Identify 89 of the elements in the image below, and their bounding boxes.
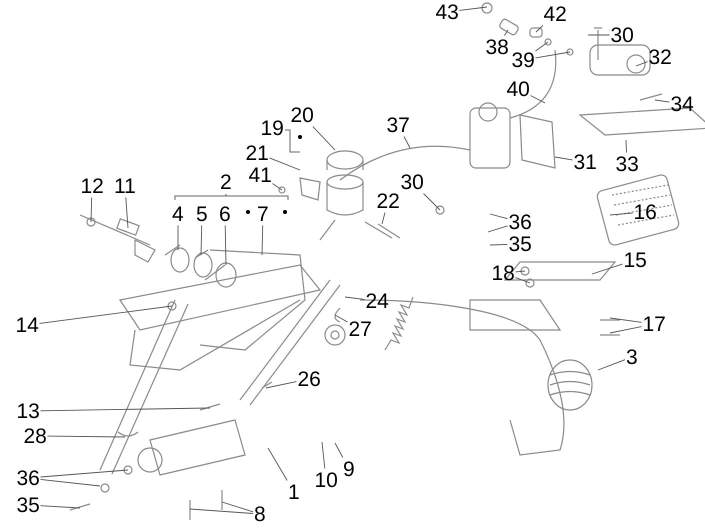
- callout-number: 2: [220, 172, 232, 192]
- callout-number: 3: [626, 346, 638, 368]
- callout-number: 36: [508, 212, 532, 232]
- leader-line: [404, 136, 410, 148]
- leader-line: [610, 326, 642, 334]
- callout-number: 33: [616, 154, 639, 174]
- leader-line: [334, 442, 344, 458]
- callout-number: 40: [506, 78, 530, 100]
- leader-line: [40, 408, 210, 412]
- callout-number: 43: [436, 2, 459, 22]
- callout-number: 1: [288, 482, 300, 502]
- leader-line: [125, 197, 128, 228]
- leader-line: [535, 52, 570, 58]
- callout-number: 21: [246, 142, 269, 164]
- callout-number: 35: [16, 494, 40, 516]
- leader-line: [90, 197, 92, 222]
- callout-number: 24: [366, 290, 389, 312]
- leader-line: [40, 478, 100, 486]
- callout-number: 11: [114, 176, 136, 196]
- leader-line: [610, 318, 642, 323]
- callout-number: 13: [16, 400, 40, 422]
- leader-line: [312, 126, 336, 150]
- callout-number: 5: [196, 204, 208, 224]
- leader-line: [488, 225, 508, 232]
- callout-number: 19: [260, 118, 284, 138]
- leader-line: [334, 314, 348, 322]
- callout-number: 22: [376, 190, 400, 212]
- callout-number: 27: [348, 318, 372, 340]
- leader-line: [322, 442, 326, 469]
- leader-line: [588, 34, 610, 36]
- callout-number: 42: [544, 4, 567, 24]
- leader-line: [490, 214, 508, 220]
- leader-line: [536, 25, 544, 32]
- callout-number: 18: [492, 262, 515, 284]
- callout-number: 37: [386, 114, 410, 136]
- callout-number: 30: [400, 172, 424, 192]
- leader-line: [535, 42, 548, 52]
- leader-line: [190, 508, 254, 514]
- callout-number: 6: [219, 204, 231, 224]
- leader-line: [626, 140, 627, 153]
- leader-line: [530, 95, 546, 104]
- leader-line: [423, 193, 440, 210]
- leader-line: [382, 212, 386, 224]
- callout-number: 32: [648, 46, 672, 68]
- leader-line: [654, 100, 670, 103]
- callout-number: 17: [642, 314, 666, 334]
- leader-line: [490, 244, 508, 246]
- leader-line: [266, 381, 297, 388]
- leader-line: [40, 470, 128, 478]
- leader-line: [610, 212, 633, 216]
- leader-line: [515, 277, 530, 284]
- callout-number: 4: [172, 204, 184, 224]
- callout-number: 15: [624, 250, 647, 270]
- callout-number: 26: [298, 368, 321, 390]
- callout-number: 8: [254, 504, 266, 524]
- callout-number: 30: [610, 24, 634, 46]
- leader-line: [222, 502, 254, 512]
- leader-line: [636, 61, 648, 66]
- leader-line: [262, 225, 264, 256]
- callout-number: 9: [343, 458, 355, 480]
- callout-number: 12: [80, 176, 104, 196]
- callout-number: 35: [508, 234, 532, 254]
- leader-line: [459, 6, 488, 11]
- callout-number: 20: [290, 104, 314, 126]
- leader-line: [47, 436, 126, 438]
- leader-line: [40, 505, 80, 508]
- callout-number: 16: [634, 202, 657, 222]
- callout-number: 34: [670, 94, 694, 114]
- leader-line: [554, 156, 573, 160]
- callout-number: 14: [16, 314, 39, 336]
- leader-line: [504, 30, 508, 36]
- leader-line: [515, 270, 526, 272]
- callout-number: 41: [248, 164, 272, 186]
- leader-line: [344, 296, 365, 300]
- callout-number: 31: [574, 152, 597, 172]
- leader-line: [39, 306, 172, 324]
- callout-number: 36: [16, 468, 40, 488]
- leader-line: [269, 157, 300, 170]
- leader-line: [200, 225, 202, 256]
- leader-line: [268, 448, 288, 481]
- leader-line: [272, 183, 282, 190]
- callout-number: 7: [257, 204, 269, 224]
- leader-line: [224, 225, 226, 266]
- callout-number: 10: [314, 470, 338, 490]
- callout-number: 28: [24, 426, 47, 446]
- leader-line: [598, 359, 626, 370]
- callout-number: 38: [486, 36, 509, 58]
- leader-line: [592, 264, 623, 274]
- callout-number: 39: [512, 50, 535, 70]
